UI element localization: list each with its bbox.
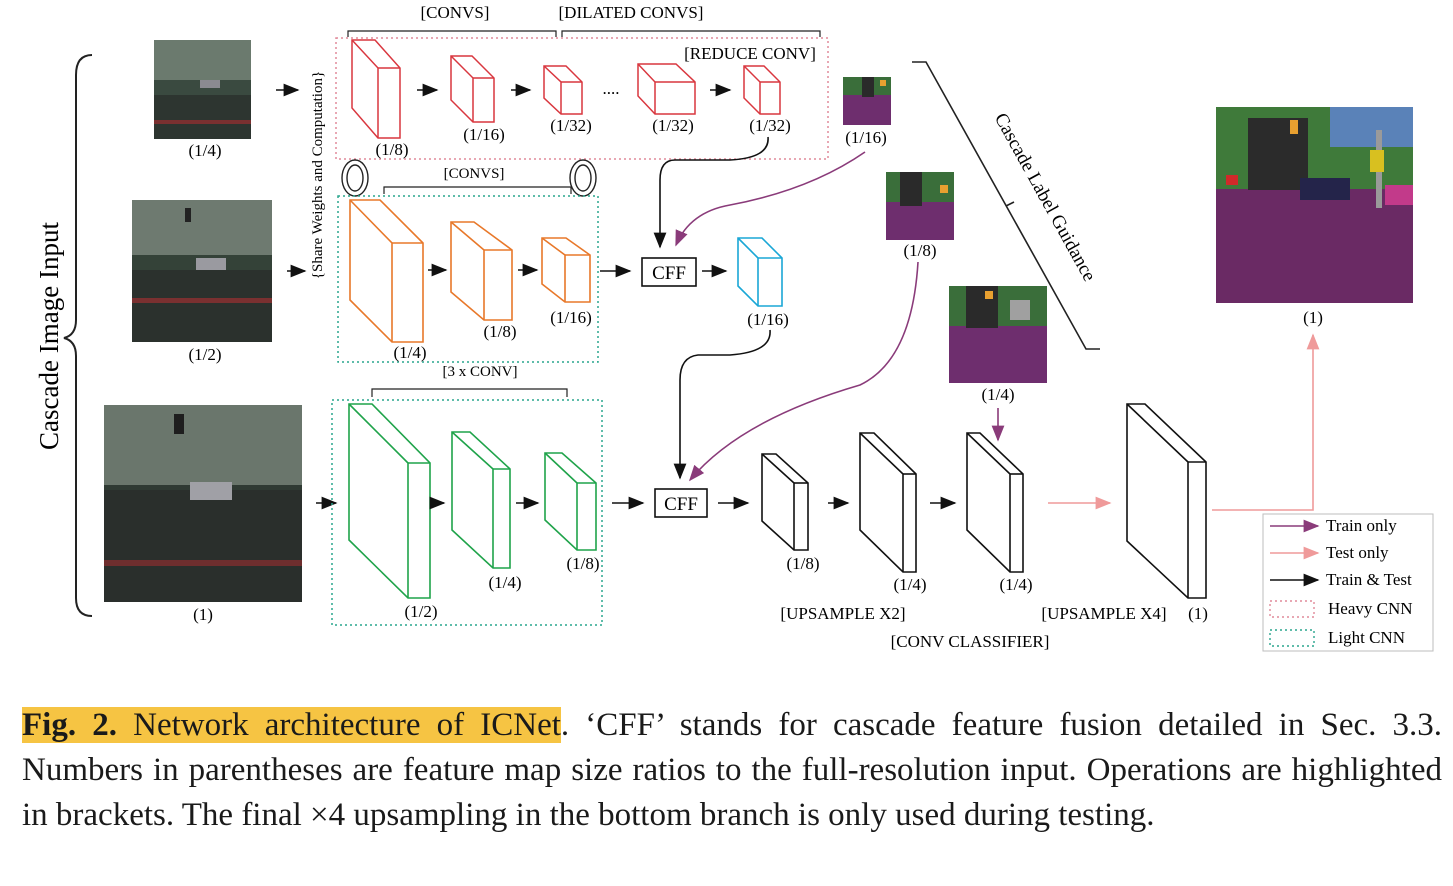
light-block-mid-2 bbox=[450, 221, 513, 321]
ratio-input-mid: (1/2) bbox=[188, 345, 221, 364]
caption-title: Network architecture of ICNet bbox=[133, 707, 561, 743]
light-block-bot-1 bbox=[348, 403, 431, 599]
upsample-x2-label: [UPSAMPLE X2] bbox=[780, 604, 905, 623]
light-cnn-mid-box bbox=[337, 195, 599, 363]
input-image-half bbox=[132, 200, 272, 342]
decoder-block-2 bbox=[859, 432, 917, 573]
cff-lower-label: CFF bbox=[664, 494, 698, 515]
decoder-block-4 bbox=[1126, 403, 1207, 599]
input-image-full bbox=[104, 405, 302, 602]
heavy-block-5 bbox=[743, 65, 781, 115]
label-map-1-4 bbox=[949, 286, 1047, 383]
ratio-dec-4: (1) bbox=[1188, 604, 1208, 623]
ratio-heavy-2: (1/16) bbox=[463, 125, 505, 144]
ratio-guide-2: (1/8) bbox=[903, 241, 936, 260]
legend-heavy: Heavy CNN bbox=[1328, 599, 1413, 618]
heavy-block-2 bbox=[450, 55, 495, 123]
input-image-quarter bbox=[154, 40, 251, 139]
legend-train-test: Train & Test bbox=[1326, 570, 1412, 589]
ratio-heavy-5: (1/32) bbox=[749, 116, 791, 135]
architecture-diagram: Cascade Image Input (1/4) (1/2) (1) {Sha… bbox=[34, 3, 1434, 652]
convs-mid-label: [CONVS] bbox=[444, 166, 505, 182]
ratio-input-top: (1/4) bbox=[188, 141, 221, 160]
ratio-heavy-3: (1/32) bbox=[550, 116, 592, 135]
decoder-block-3 bbox=[966, 432, 1024, 573]
heavy-block-3 bbox=[543, 65, 583, 115]
ratio-light-bot-2: (1/4) bbox=[488, 573, 521, 592]
caption-highlight: Fig. 2. Network architecture of ICNet bbox=[22, 707, 561, 743]
dilated-label: [DILATED CONVS] bbox=[559, 3, 704, 22]
classifier-label: [CONV CLASSIFIER] bbox=[891, 632, 1050, 651]
label-map-1-8 bbox=[886, 172, 954, 240]
ratio-light-mid-3: (1/16) bbox=[550, 308, 592, 327]
ratio-output: (1) bbox=[1303, 308, 1323, 327]
heavy-block-4 bbox=[637, 63, 696, 115]
ratio-dec-3: (1/4) bbox=[999, 575, 1032, 594]
ratio-cff-out: (1/16) bbox=[747, 310, 789, 329]
legend-train-only: Train only bbox=[1326, 516, 1397, 535]
heavy-block-1 bbox=[351, 39, 401, 139]
guidance-label: Cascade Label Guidance bbox=[990, 110, 1100, 285]
convs-top-label: [CONVS] bbox=[421, 3, 490, 22]
ratio-light-bot-1: (1/2) bbox=[404, 602, 437, 621]
light-block-bot-2 bbox=[451, 431, 511, 569]
cff-upper-box bbox=[641, 257, 697, 287]
ratio-heavy-4: (1/32) bbox=[652, 116, 694, 135]
cff-upper-label: CFF bbox=[652, 263, 686, 284]
light-block-mid-3 bbox=[541, 237, 591, 303]
ratio-dec-2: (1/4) bbox=[893, 575, 926, 594]
heavy-cnn-box bbox=[335, 37, 829, 160]
input-brace bbox=[63, 54, 93, 617]
label-map-1-16 bbox=[843, 77, 891, 125]
legend bbox=[1262, 513, 1434, 652]
three-conv-label: [3 x CONV] bbox=[443, 364, 518, 380]
upsample-x4-label: [UPSAMPLE X4] bbox=[1041, 604, 1166, 623]
cff-output-block bbox=[737, 237, 783, 307]
ratio-light-bot-3: (1/8) bbox=[566, 554, 599, 573]
share-cycle-icon bbox=[569, 159, 597, 197]
light-block-mid-1 bbox=[349, 199, 424, 343]
ratio-light-mid-2: (1/8) bbox=[483, 322, 516, 341]
reduce-label: [REDUCE CONV] bbox=[684, 44, 816, 63]
caption-fig-number: Fig. 2. bbox=[22, 707, 117, 743]
output-segmentation bbox=[1216, 107, 1413, 303]
ratio-light-mid-1: (1/4) bbox=[393, 343, 426, 362]
side-label: Cascade Image Input bbox=[34, 222, 64, 450]
legend-test-only: Test only bbox=[1326, 543, 1389, 562]
ratio-guide-1: (1/16) bbox=[845, 128, 887, 147]
light-block-bot-3 bbox=[544, 452, 597, 551]
ratio-input-bot: (1) bbox=[193, 605, 213, 624]
ratio-guide-3: (1/4) bbox=[981, 385, 1014, 404]
light-cnn-bot-box bbox=[331, 399, 603, 626]
cff-lower-box bbox=[654, 488, 708, 518]
share-label: {Share Weights and Computation} bbox=[310, 71, 326, 279]
caption-body: . ‘CFF’ stands for cascade feature fusio… bbox=[22, 707, 1443, 833]
ellipsis: .... bbox=[603, 79, 620, 98]
ratio-dec-1: (1/8) bbox=[786, 554, 819, 573]
ratio-heavy-1: (1/8) bbox=[375, 140, 408, 159]
share-cycle-icon bbox=[341, 159, 369, 197]
decoder-block-1 bbox=[761, 453, 809, 551]
legend-light: Light CNN bbox=[1328, 628, 1405, 647]
figure-caption: Fig. 2. Network architecture of ICNet. ‘… bbox=[22, 703, 1442, 838]
